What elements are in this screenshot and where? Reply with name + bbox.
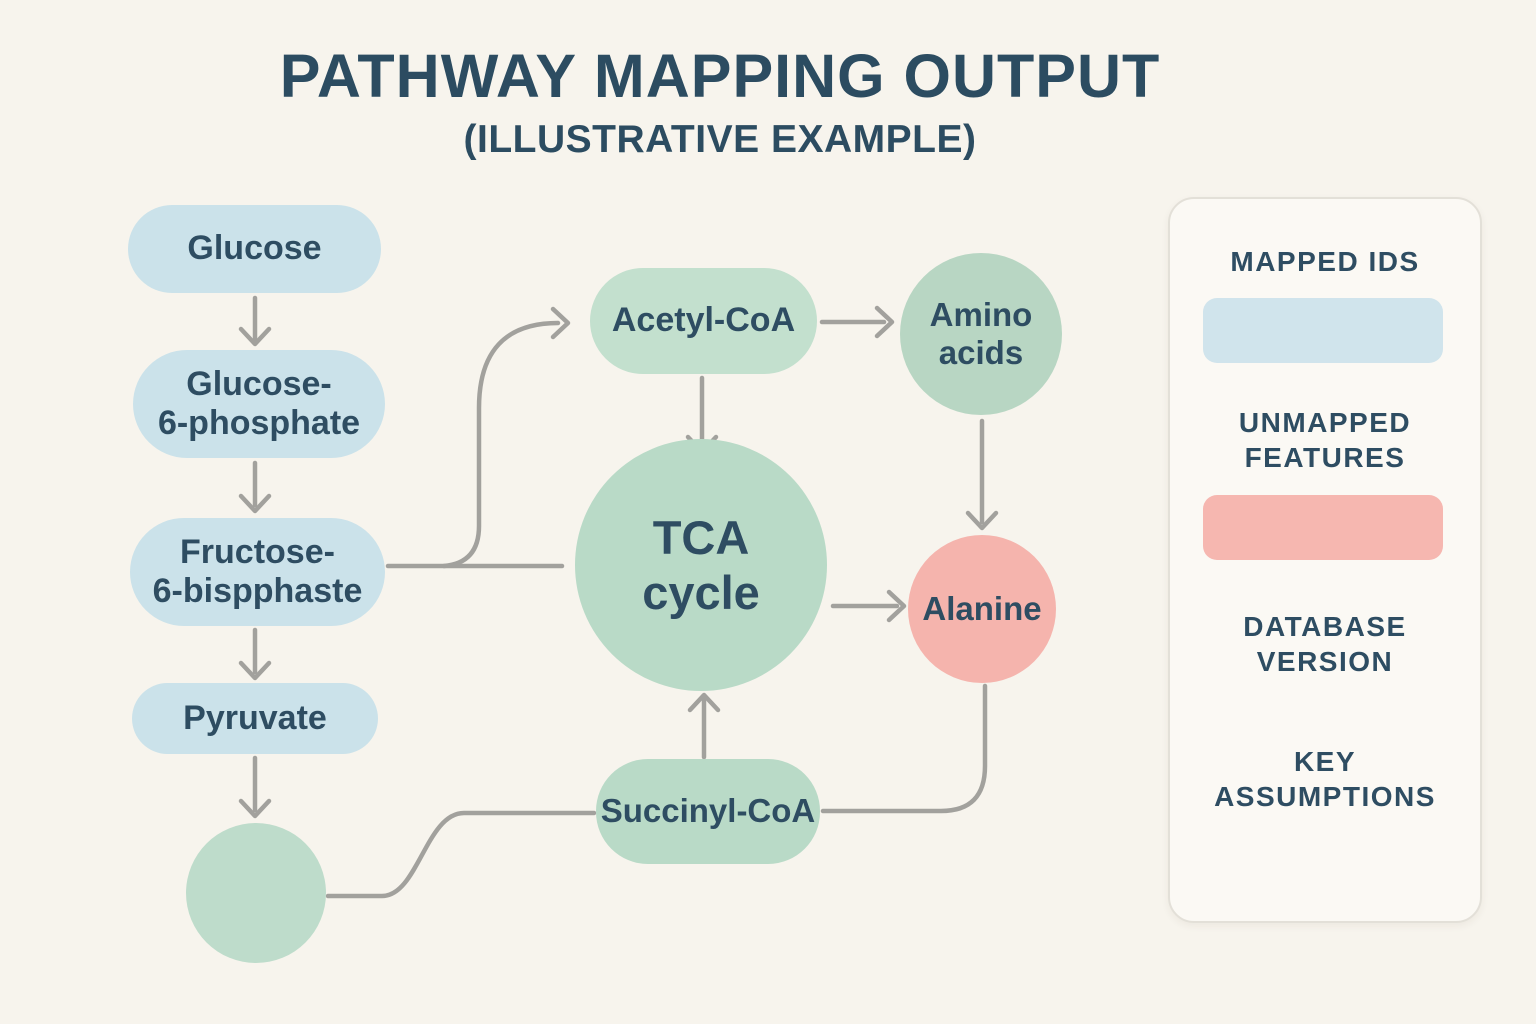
arrowhead-fructose-acetyl xyxy=(550,306,571,340)
arrowhead-tca-alanine xyxy=(886,589,907,623)
node-acetyl-coa-label: Acetyl-CoA xyxy=(611,301,796,340)
node-amino-acids: Amino acids xyxy=(900,253,1062,415)
arrowhead-g6p-fructose xyxy=(238,493,272,514)
node-acetyl-coa: Acetyl-CoA xyxy=(590,268,817,374)
legend-database-version-label-line2: VERSION xyxy=(1256,646,1394,677)
legend-unmapped-features-swatch xyxy=(1203,495,1443,560)
node-glucose-6-phosphate-label-line2: 6-phosphate xyxy=(157,404,361,442)
node-glucose-6-phosphate: Glucose- 6-phosphate xyxy=(133,350,385,458)
node-unlabeled-metabolite xyxy=(186,823,326,963)
node-tca-cycle-label-line2: cycle xyxy=(642,566,760,619)
legend-key-assumptions-label-line1: KEY xyxy=(1293,746,1357,777)
page-title: PATHWAY MAPPING OUTPUT xyxy=(279,42,1161,110)
node-succinyl-coa-label: Succinyl-CoA xyxy=(600,792,816,830)
node-glucose: Glucose xyxy=(128,205,381,293)
page-subtitle: (ILLUSTRATIVE EXAMPLE) xyxy=(463,118,977,162)
legend-key-assumptions-label-line2: ASSUMPTIONS xyxy=(1214,781,1436,812)
node-fructose-6-bispphaste-label-line1: Fructose- xyxy=(180,532,335,571)
header: PATHWAY MAPPING OUTPUT (ILLUSTRATIVE EXA… xyxy=(0,44,1440,162)
edge-alanine-succinyl xyxy=(820,683,988,814)
legend-panel: MAPPED IDS UNMAPPED FEATURES DATABASE VE… xyxy=(1168,197,1482,923)
node-glucose-label: Glucose xyxy=(187,229,322,268)
node-amino-acids-label-line1: Amino xyxy=(929,295,1033,333)
edge-fructose-acetyl xyxy=(441,320,561,569)
node-fructose-6-bispphaste: Fructose- 6-bispphaste xyxy=(130,518,385,626)
legend-key-assumptions-label: KEY ASSUMPTIONS xyxy=(1170,744,1480,814)
arrowhead-pyruvate-circle xyxy=(238,798,272,819)
node-pyruvate: Pyruvate xyxy=(132,683,378,754)
node-succinyl-coa: Succinyl-CoA xyxy=(596,759,820,864)
node-pyruvate-label: Pyruvate xyxy=(183,698,327,737)
node-tca-cycle: TCA cycle xyxy=(575,439,827,691)
arrowhead-amino-alanine xyxy=(965,510,999,531)
arrowhead-glucose-g6p xyxy=(238,326,272,347)
arrowhead-acetyl-amino xyxy=(874,305,895,339)
legend-mapped-ids-swatch xyxy=(1203,298,1443,363)
node-amino-acids-label-line2: acids xyxy=(938,334,1024,371)
arrowhead-fructose-pyruvate xyxy=(238,660,272,681)
node-glucose-6-phosphate-label-line1: Glucose- xyxy=(186,364,332,403)
legend-unmapped-features-label: UNMAPPED FEATURES xyxy=(1170,405,1480,475)
legend-database-version-label-line1: DATABASE xyxy=(1243,611,1407,642)
legend-unmapped-features-label-line1: UNMAPPED xyxy=(1238,407,1412,438)
edge-circle-succinyl xyxy=(325,810,597,899)
node-fructose-6-bispphaste-label-line2: 6-bispphaste xyxy=(152,572,363,610)
legend-database-version-label: DATABASE VERSION xyxy=(1170,609,1480,679)
node-tca-cycle-label-line1: TCA xyxy=(652,510,750,564)
node-alanine-label: Alanine xyxy=(922,589,1042,627)
legend-unmapped-features-label-line2: FEATURES xyxy=(1244,442,1406,473)
arrowhead-succinyl-tca xyxy=(687,692,721,713)
legend-mapped-ids-label: MAPPED IDS xyxy=(1230,246,1420,277)
node-alanine: Alanine xyxy=(908,535,1056,683)
